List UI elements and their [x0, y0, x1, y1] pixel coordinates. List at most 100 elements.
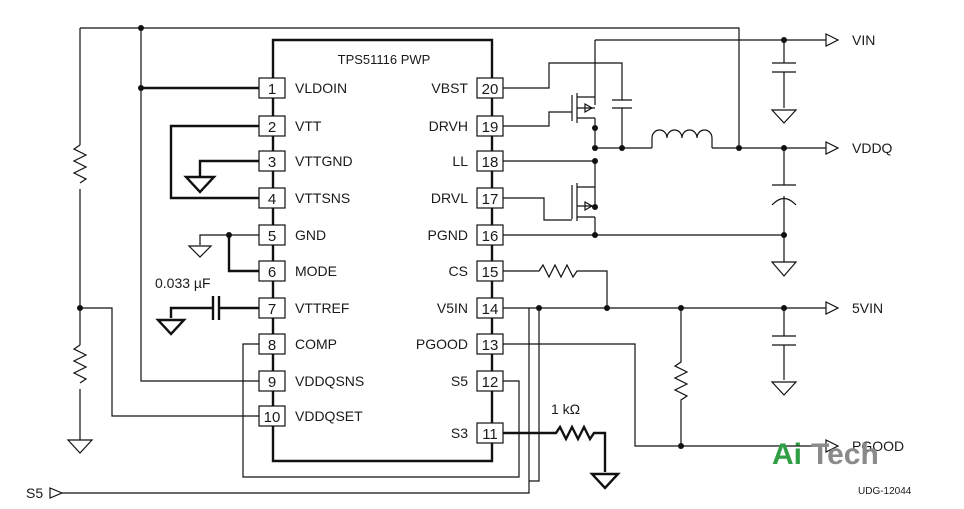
right-pin-16: 16 PGND: [428, 224, 504, 246]
svg-text:CS: CS: [449, 263, 468, 279]
svg-text:V5IN: V5IN: [437, 300, 468, 316]
svg-text:1: 1: [268, 81, 276, 98]
svg-text:VTT: VTT: [295, 118, 322, 134]
vttref-ground-wire: [169, 306, 213, 318]
mode-wire: [227, 235, 259, 273]
ground-icon: [770, 381, 798, 396]
divider-top-resistor: [72, 144, 88, 184]
svg-text:19: 19: [482, 119, 499, 136]
aitech-logo: Ai Tech: [772, 438, 879, 471]
vddq-feedback-top-wire: [80, 27, 740, 148]
junction: [592, 232, 598, 238]
junction: [604, 305, 610, 311]
right-pin-12: 12 S5: [451, 370, 504, 392]
svg-text:7: 7: [268, 301, 276, 318]
svg-text:PGOOD: PGOOD: [416, 336, 468, 352]
svg-text:8: 8: [268, 337, 276, 354]
pgood-net-label: PGOOD: [852, 438, 904, 454]
s3-resistor: [503, 424, 607, 472]
pgood-arrow-icon: [825, 439, 840, 453]
left-pin-8: 8 COMP: [258, 333, 337, 355]
svg-text:VTTSNS: VTTSNS: [295, 190, 350, 206]
svg-text:17: 17: [482, 191, 499, 208]
vddq-net-label: VDDQ: [852, 140, 893, 156]
junction: [592, 204, 598, 210]
vin-capacitor: [772, 40, 796, 108]
ground-icon: [187, 245, 213, 258]
ground-icon: [183, 175, 217, 194]
svg-text:VTTREF: VTTREF: [295, 300, 349, 316]
svg-text:16: 16: [482, 228, 499, 245]
chip-title: TPS51116 PWP: [338, 52, 431, 67]
ground-icon: [770, 261, 798, 277]
svg-text:MODE: MODE: [295, 263, 337, 279]
left-pin-4: 4 VTTSNS: [258, 187, 350, 209]
ground-icon: [155, 318, 187, 336]
svg-text:VTTGND: VTTGND: [295, 153, 353, 169]
svg-text:15: 15: [482, 264, 499, 281]
svg-text:4: 4: [268, 191, 276, 208]
pgood-pullup-resistor: [673, 308, 689, 446]
svg-text:S3: S3: [451, 425, 468, 441]
left-pin-10: 10 VDDQSET: [258, 405, 363, 427]
left-pin-9: 9 VDDQSNS: [258, 370, 364, 392]
right-pin-19: 19 DRVH: [429, 115, 504, 137]
svg-text:DRVH: DRVH: [429, 118, 468, 134]
divider-bottom-resistor: [72, 344, 88, 384]
vddq-arrow-icon: [825, 141, 840, 155]
svg-text:18: 18: [482, 154, 499, 171]
svg-text:Tech: Tech: [811, 438, 879, 471]
junction: [781, 232, 787, 238]
chip-body: [271, 38, 494, 463]
left-pin-3: 3 VTTGND: [258, 150, 353, 172]
hs-fet-arrow: [584, 102, 594, 114]
left-pin-2: 2 VTT: [258, 115, 322, 137]
figure-id: UDG-12044: [858, 486, 912, 497]
cs-resistor: [503, 263, 608, 308]
left-pin-5: 5 GND: [258, 224, 326, 246]
right-pin-14: 14 V5IN: [437, 297, 504, 319]
right-pin-20: 20 VBST: [431, 77, 504, 99]
pgood-wire: [503, 343, 826, 447]
v5in-s-wire: [529, 308, 540, 482]
right-pin-15: 15 CS: [449, 260, 504, 282]
vttref-capacitor: [211, 296, 221, 320]
svg-text:VDDQSET: VDDQSET: [295, 408, 363, 424]
ls-fet-arrow: [584, 200, 594, 212]
junction: [678, 443, 684, 449]
right-pin-13: 13 PGOOD: [416, 333, 504, 355]
svg-text:COMP: COMP: [295, 336, 337, 352]
ground-icon: [589, 472, 621, 490]
junction: [736, 145, 742, 151]
svg-text:PGND: PGND: [428, 227, 468, 243]
s5-net-label: S5: [26, 485, 43, 501]
left-pin-1: 1 VLDOIN: [258, 77, 347, 99]
inductor: [651, 129, 713, 148]
svg-text:10: 10: [264, 409, 281, 426]
drvl-wire: [503, 197, 572, 221]
svg-text:9: 9: [268, 374, 276, 391]
svg-text:Ai: Ai: [772, 438, 802, 471]
svg-text:S5: S5: [451, 373, 468, 389]
svg-text:2: 2: [268, 119, 276, 136]
junction: [592, 125, 598, 131]
left-pin-7: 7 VTTREF: [258, 297, 349, 319]
drvh-wire: [503, 111, 572, 127]
vbst-wire: [503, 62, 632, 148]
svg-text:20: 20: [482, 81, 499, 98]
svg-text:VBST: VBST: [431, 80, 468, 96]
svg-text:6: 6: [268, 264, 276, 281]
svg-text:VLDOIN: VLDOIN: [295, 80, 347, 96]
vin-net-label: VIN: [852, 32, 875, 48]
svg-text:13: 13: [482, 337, 499, 354]
vtt-vttsns-loop: [169, 124, 259, 200]
s3-resistor-label: 1 kΩ: [551, 401, 580, 417]
vddqsns-wire: [140, 28, 259, 382]
vddq-capacitor: [771, 148, 797, 262]
svg-text:DRVL: DRVL: [431, 190, 468, 206]
svg-text:3: 3: [268, 154, 276, 171]
svg-text:5: 5: [268, 228, 276, 245]
svg-text:VDDQSNS: VDDQSNS: [295, 373, 364, 389]
right-pin-17: 17 DRVL: [431, 187, 504, 209]
